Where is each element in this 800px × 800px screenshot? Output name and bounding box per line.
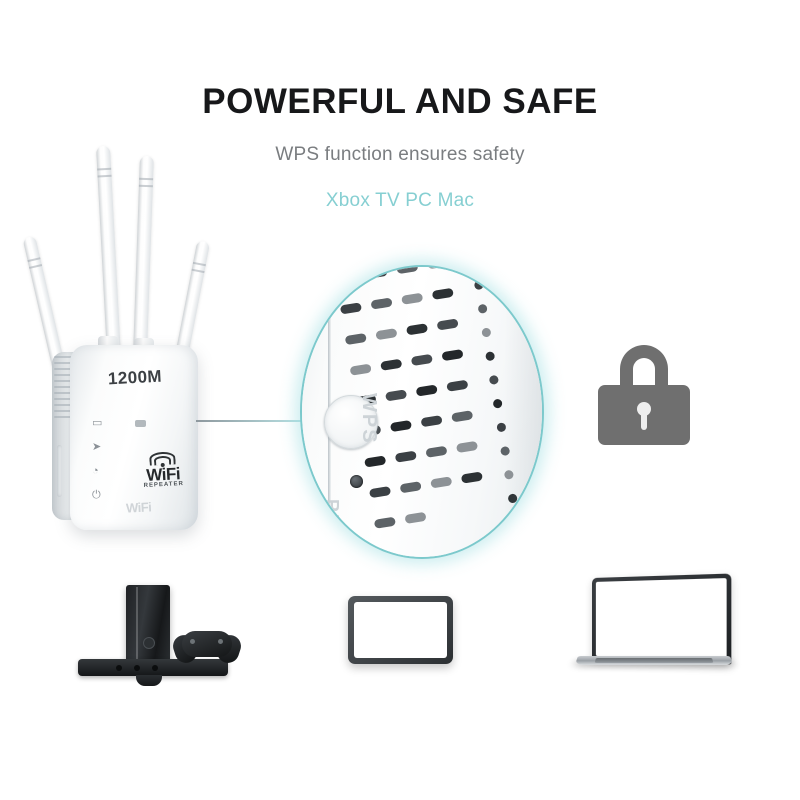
vent-slot <box>339 302 363 315</box>
controller-stick-left <box>190 639 195 644</box>
device-front-face <box>70 345 198 530</box>
vent-slot <box>365 267 388 280</box>
vent-slot <box>405 323 429 336</box>
reset-pinhole[interactable] <box>350 475 363 488</box>
vent-slot <box>455 440 479 454</box>
vent-slot <box>451 410 474 423</box>
vent-slot <box>404 511 427 524</box>
controller-stick-right <box>218 639 223 644</box>
tv-monitor-icon <box>348 596 453 664</box>
vent-slot <box>441 348 464 362</box>
kinect-sensor-bar <box>78 659 228 676</box>
vent-slot <box>420 415 443 428</box>
vent-slot <box>425 445 448 458</box>
vent-hole <box>488 374 500 386</box>
device-port <box>135 420 146 427</box>
tv-screen <box>354 602 447 658</box>
vent-slot <box>335 271 358 284</box>
vent-slot <box>460 471 483 484</box>
vent-hole <box>492 398 503 409</box>
led-indicator-group: ▭ ➤ ◔ ⏻ <box>92 418 112 518</box>
wps-button[interactable] <box>324 395 378 449</box>
vent-slot <box>410 353 433 367</box>
device-model-label: 1200M <box>107 366 163 389</box>
power-led-icon: ⏻ <box>92 489 101 501</box>
padlock-keyhole <box>637 402 651 416</box>
padlock-shackle <box>620 345 668 395</box>
vent-slot <box>394 450 417 463</box>
vent-slot <box>430 476 453 489</box>
brand-faint-label: WiFi <box>125 499 152 516</box>
controller-body <box>182 631 232 657</box>
vent-hole <box>484 351 496 362</box>
signal-led-icon: ▭ <box>92 417 103 429</box>
reset-label: RESET <box>322 499 342 559</box>
wps-label: WPS <box>358 393 380 445</box>
wifi-led-icon: ◔ <box>92 465 99 477</box>
vent-slot <box>373 516 396 529</box>
vent-slot <box>401 292 424 305</box>
vent-slot <box>368 486 392 499</box>
console-power-button <box>143 637 155 649</box>
panel-edge-shadow <box>504 267 542 557</box>
console-tower <box>126 585 170 663</box>
kinect-lens-3 <box>152 665 158 671</box>
device-edge-slot <box>57 445 62 497</box>
vent-hole <box>477 303 488 314</box>
padlock-icon <box>598 345 690 445</box>
game-controller-icon <box>170 627 244 666</box>
vent-slot <box>364 455 387 468</box>
vent-slot <box>349 363 372 376</box>
vent-slot <box>370 297 393 310</box>
vent-slot <box>431 287 454 300</box>
vent-slot <box>389 419 413 433</box>
xbox-console-icon <box>78 585 244 700</box>
vent-slot <box>399 481 422 494</box>
laptop-lid <box>592 573 732 665</box>
device-brand-logo: WiFi REPEATER <box>133 451 193 490</box>
vent-slot <box>385 389 408 402</box>
wifi-signal-icon <box>133 451 192 469</box>
padlock-keyhole-stem <box>641 411 647 430</box>
magnified-rear-panel: WPS RESET <box>300 265 544 559</box>
callout-connector-line <box>196 420 306 422</box>
wifi-repeater-device: 1200M ▭ ➤ ◔ ⏻ WiFi REPEATER WiFi <box>22 140 250 570</box>
wan-led-icon: ➤ <box>92 441 102 453</box>
vent-slot <box>380 358 403 371</box>
laptop-keyboard <box>594 658 714 663</box>
vent-slot <box>446 379 469 392</box>
compatibility-tagline: Xbox TV PC Mac <box>325 190 475 211</box>
kinect-lens-2 <box>134 665 140 671</box>
vent-hole <box>481 327 492 338</box>
vent-slot <box>396 267 419 275</box>
vent-hole <box>473 279 485 291</box>
vent-slot <box>426 267 450 270</box>
vent-slot <box>436 318 459 331</box>
laptop-screen <box>595 578 727 660</box>
magnifier-surface: WPS RESET <box>302 267 542 557</box>
kinect-lens-1 <box>116 665 122 671</box>
vent-slot <box>415 384 438 397</box>
vent-slot <box>344 332 367 346</box>
vent-hole <box>470 265 480 267</box>
laptop-icon <box>574 573 734 696</box>
console-stripe <box>136 587 138 661</box>
vent-slot <box>375 328 398 341</box>
device-vent-ribs <box>54 356 76 418</box>
subtitle-text: WPS function ensures safety <box>275 144 525 165</box>
kinect-stand <box>136 675 162 686</box>
page-title: POWERFUL AND SAFE <box>202 82 598 121</box>
